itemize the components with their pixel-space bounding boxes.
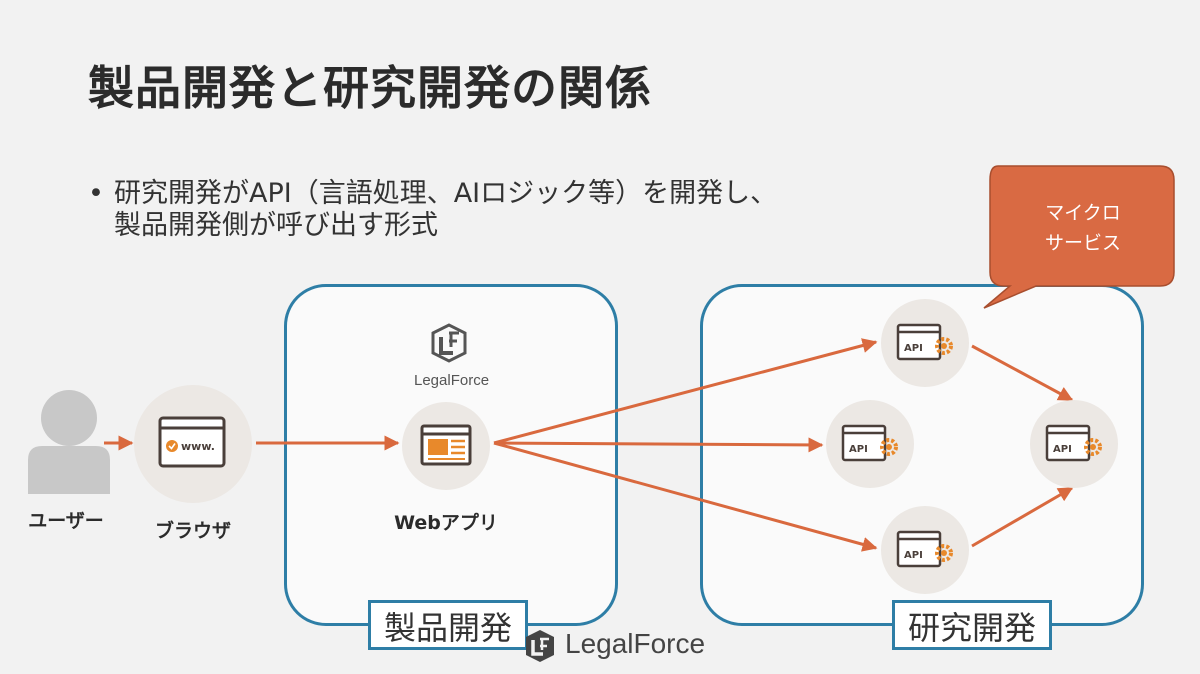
callout-line-2: サービス xyxy=(1044,232,1121,254)
api-icon-right-text: API xyxy=(1053,444,1072,455)
webapp-label: Webアプリ xyxy=(394,512,498,534)
arrow-webapp-api-top xyxy=(493,338,878,445)
api-icon-middle: API xyxy=(841,424,898,462)
webapp-icon xyxy=(420,424,472,466)
legalforce-logo-icon xyxy=(431,323,467,363)
microservice-callout: マイクロ サービス xyxy=(993,198,1173,258)
arrow-webapp-api-middle xyxy=(493,437,824,453)
microservice-callout-shape xyxy=(983,165,1175,309)
bullet-line-2: 製品開発側が呼び出す形式 xyxy=(114,210,438,241)
slide-title: 製品開発と研究開発の関係 xyxy=(88,61,652,115)
user-label: ユーザー xyxy=(28,510,104,532)
footer-logo-icon xyxy=(526,630,554,662)
api-icon-bottom: API xyxy=(896,530,953,568)
legalforce-logo-text: LegalForce xyxy=(414,372,490,389)
bullet-point: • 研究開発がAPI（言語処理、AIロジック等）を開発し、 製品開発側が呼び出す… xyxy=(88,178,777,242)
arrow-webapp-api-bottom xyxy=(493,441,878,552)
arrow-api-bottom-api-right xyxy=(971,486,1074,548)
user-icon xyxy=(28,390,110,494)
api-icon-top-text: API xyxy=(904,343,923,354)
arrow-api-top-api-right xyxy=(971,344,1074,402)
api-icon-middle-text: API xyxy=(849,444,868,455)
bullet-line-1: 研究開発がAPI（言語処理、AIロジック等）を開発し、 xyxy=(114,178,778,209)
research-dev-label: 研究開発 xyxy=(892,600,1052,650)
browser-icon: www. xyxy=(158,416,226,468)
api-icon-right: API xyxy=(1045,424,1102,462)
product-dev-label: 製品開発 xyxy=(368,600,528,650)
api-icon-top: API xyxy=(896,323,953,361)
api-icon-bottom-text: API xyxy=(904,550,923,561)
bullet-marker: • xyxy=(88,178,104,209)
browser-label: ブラウザ xyxy=(154,520,231,542)
browser-icon-text: www. xyxy=(181,440,215,453)
footer-logo-text: LegalForce xyxy=(565,628,706,659)
callout-line-1: マイクロ xyxy=(1045,202,1121,224)
